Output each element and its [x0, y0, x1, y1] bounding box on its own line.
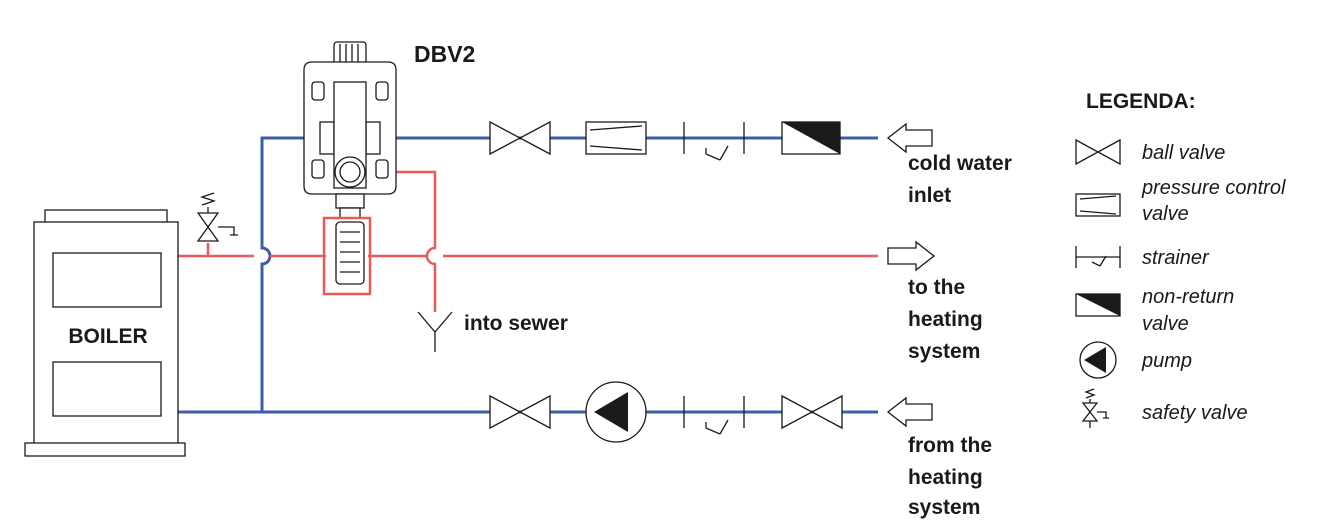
to-heating-label-2: heating	[908, 308, 983, 331]
from-heating-label-1: from the	[908, 434, 992, 457]
dbv2-device: DBV2	[303, 41, 475, 296]
legend-nrv-label-1: non-return	[1142, 286, 1234, 308]
from-heating-label-3: system	[908, 496, 980, 519]
from-heating-arrow	[886, 396, 933, 428]
sewer-outlet: into sewer	[417, 311, 568, 352]
legend-nrv-label-2: valve	[1142, 313, 1189, 335]
return-pump	[585, 381, 647, 443]
to-heating-label-3: system	[908, 340, 980, 363]
funnel-icon	[417, 311, 453, 352]
boiler-base	[24, 442, 186, 457]
safety-valve	[196, 192, 238, 242]
inlet-ball-valve	[489, 120, 551, 156]
safety-valve-icon	[1081, 388, 1109, 428]
legend-safety-valve-label: safety valve	[1142, 402, 1248, 424]
exchanger-cartridge	[335, 221, 365, 285]
pump-icon	[1079, 341, 1117, 379]
drain-pipe	[350, 170, 437, 312]
legend-pump-label: pump	[1141, 350, 1192, 372]
sewer-label: into sewer	[464, 312, 568, 335]
inlet-pressure-control-valve	[585, 121, 647, 155]
hot-pipes	[178, 170, 878, 312]
pressure-control-valve-icon	[1075, 193, 1121, 217]
cold-inlet-label-2: inlet	[908, 184, 951, 207]
return-ball-valve-1	[489, 394, 551, 430]
cold-inlet-label-1: cold water	[908, 152, 1012, 175]
cold-inlet-arrow	[886, 122, 933, 154]
non-return-valve-icon	[1075, 293, 1121, 317]
strainer-icon	[1075, 246, 1121, 268]
to-heating-arrow	[887, 240, 936, 272]
device-label: DBV2	[414, 41, 475, 67]
cold-feed-pipe	[260, 136, 308, 412]
exchanger-frame	[322, 216, 372, 296]
boiler: BOILER	[24, 209, 186, 457]
return-ball-valve-2	[781, 394, 843, 430]
legend-pcv-label-1: pressure control	[1141, 177, 1286, 199]
ball-valve-icon	[1075, 138, 1121, 166]
to-heating-label-1: to the	[908, 276, 965, 299]
legend-strainer-label: strainer	[1142, 247, 1210, 269]
from-heating-label-2: heating	[908, 466, 983, 489]
cold-pipes	[178, 136, 878, 414]
boiler-panel-lower	[52, 361, 162, 417]
inlet-non-return-valve	[781, 121, 841, 155]
boiler-panel-upper	[52, 252, 162, 308]
legend-ball-valve-label: ball valve	[1142, 142, 1225, 164]
legend-pcv-label-2: valve	[1142, 203, 1189, 225]
boiler-label: BOILER	[68, 325, 147, 348]
legend-title: LEGENDA:	[1086, 90, 1196, 113]
inlet-strainer	[683, 122, 745, 161]
return-strainer	[683, 396, 745, 435]
legend: LEGENDA: ball valve pressure control val…	[1075, 90, 1286, 428]
